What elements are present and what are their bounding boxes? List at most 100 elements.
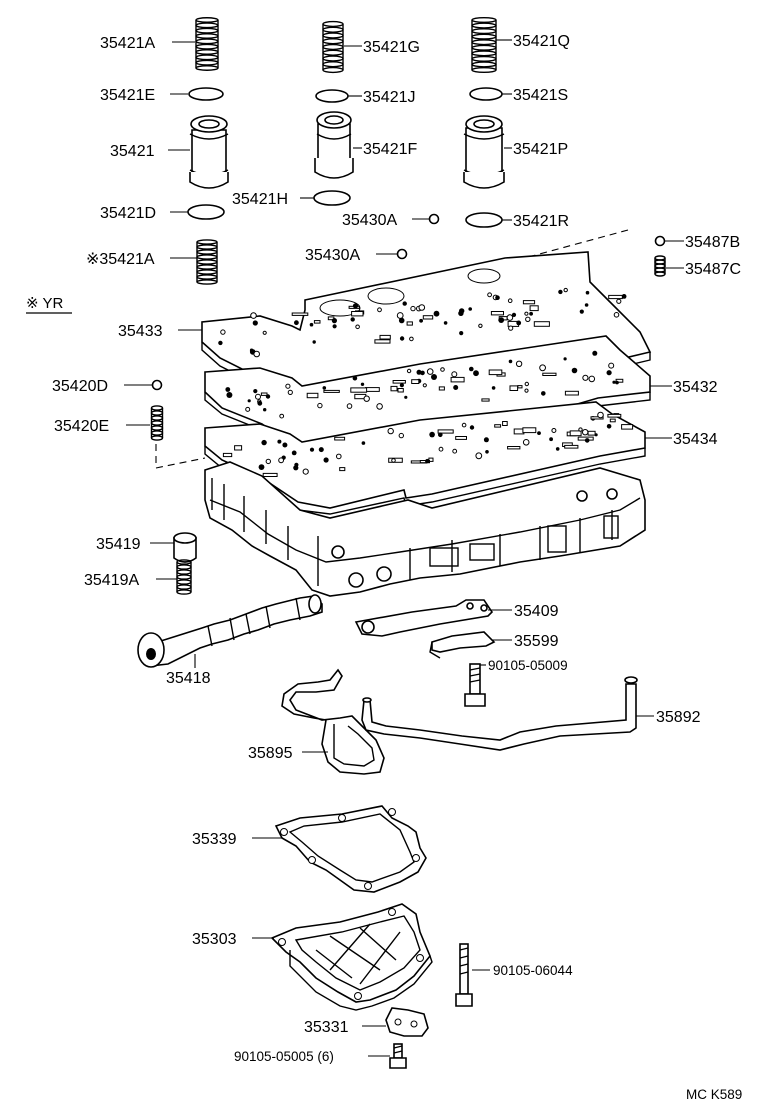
plate-hole: [468, 307, 473, 311]
plate-hole: [397, 388, 404, 393]
label-90105-05005: 90105-05005 (6): [234, 1049, 334, 1064]
plate-hole: [579, 309, 584, 314]
plate-hole: [571, 367, 578, 374]
plate-hole: [542, 372, 557, 377]
plate-hole: [473, 370, 479, 377]
plate-hole: [487, 292, 493, 298]
tube-35895: [281, 668, 385, 775]
o-ring-35421D: [187, 204, 225, 220]
plate-hole: [249, 348, 254, 352]
plate-hole: [582, 429, 589, 436]
plate-hole: [220, 329, 226, 335]
bolt-90105-05005: [389, 1043, 407, 1069]
plate-hole: [588, 375, 596, 383]
plate-hole: [331, 318, 337, 324]
plate-hole: [461, 422, 467, 428]
plate-hole: [564, 444, 579, 449]
spring-35421A-star: [196, 239, 218, 285]
plate-hole: [478, 323, 483, 328]
plate-hole: [352, 375, 358, 381]
plate-hole: [278, 457, 285, 464]
label-35419: 35419: [96, 536, 141, 553]
plate-hole: [363, 395, 370, 402]
ball-35430A-2: [396, 248, 408, 260]
plate-hole: [287, 389, 293, 395]
plate-hole: [309, 322, 314, 327]
plate-hole: [615, 378, 624, 383]
plate-hole: [529, 305, 539, 312]
plate-hole: [511, 312, 517, 317]
label-90105-05009: 90105-05009: [488, 658, 568, 673]
plate-hole: [234, 445, 243, 451]
plate-hole: [488, 369, 503, 376]
plate-hole: [555, 447, 560, 451]
plate-hole: [438, 386, 445, 391]
tube-35892: [361, 676, 638, 751]
plate-hole: [451, 371, 458, 378]
plate-hole: [418, 304, 426, 311]
plate-hole: [502, 421, 508, 426]
plate-hole: [323, 389, 340, 393]
plate-hole: [563, 287, 568, 293]
plate-hole: [406, 368, 412, 374]
ball-35420D: [151, 379, 163, 391]
ball-35430A-1: [428, 213, 440, 225]
plate-hole: [351, 311, 364, 317]
plate-hole: [584, 303, 589, 307]
ball-35487B: [654, 235, 666, 247]
label-35892: 35892: [656, 709, 701, 726]
plate-hole: [443, 321, 448, 325]
plate-hole: [339, 467, 346, 472]
plate-hole: [247, 399, 251, 403]
plate-hole: [524, 388, 529, 393]
bolt-90105-05009: [464, 663, 486, 707]
plate-hole: [262, 472, 278, 477]
label-35599: 35599: [514, 633, 559, 650]
label-35421P: 35421P: [513, 141, 568, 158]
label-35421G: 35421G: [363, 39, 420, 56]
plate-hole: [398, 432, 404, 439]
plate-hole: [558, 289, 563, 295]
plate-hole: [592, 350, 598, 356]
plate-hole: [352, 303, 359, 309]
label-35409: 35409: [514, 603, 559, 620]
plate-hole: [539, 364, 546, 372]
plate-hole: [379, 334, 391, 340]
plate-hole: [549, 437, 553, 442]
plate-hole: [374, 339, 391, 344]
plate-hole: [346, 403, 353, 409]
plate-hole: [291, 450, 297, 456]
plate-hole: [529, 311, 533, 316]
plate-hole: [398, 317, 405, 324]
plate-hole: [612, 380, 616, 384]
label-35421S: 35421S: [513, 87, 568, 104]
plate-hole: [376, 403, 383, 410]
plate-hole: [419, 318, 423, 323]
plate-hole: [334, 436, 346, 441]
plate-hole: [422, 383, 427, 388]
plate-hole: [563, 357, 567, 361]
label-35421D: 35421D: [100, 205, 156, 222]
plate-hole: [387, 427, 394, 435]
o-ring-35421H: [313, 190, 351, 206]
plate-hole: [533, 321, 550, 327]
plate-hole: [438, 446, 444, 452]
plate-hole: [437, 429, 454, 434]
label-35487B: 35487B: [685, 234, 740, 251]
plate-hole: [584, 438, 590, 443]
gasket-35339: [274, 805, 427, 893]
plate-hole: [582, 374, 589, 381]
plate-hole: [509, 385, 519, 391]
note-yr: ※ YR: [26, 295, 63, 312]
plate-hole: [377, 307, 382, 313]
plate-hole: [491, 386, 496, 390]
plate-hole: [606, 424, 612, 429]
plate-hole: [551, 428, 557, 433]
spring-35419A: [176, 559, 192, 595]
plate-hole: [410, 305, 416, 312]
plate-hole: [431, 374, 437, 380]
plate-hole: [621, 294, 627, 299]
label-35421Q: 35421Q: [513, 33, 570, 50]
label-35433: 35433: [118, 323, 163, 340]
